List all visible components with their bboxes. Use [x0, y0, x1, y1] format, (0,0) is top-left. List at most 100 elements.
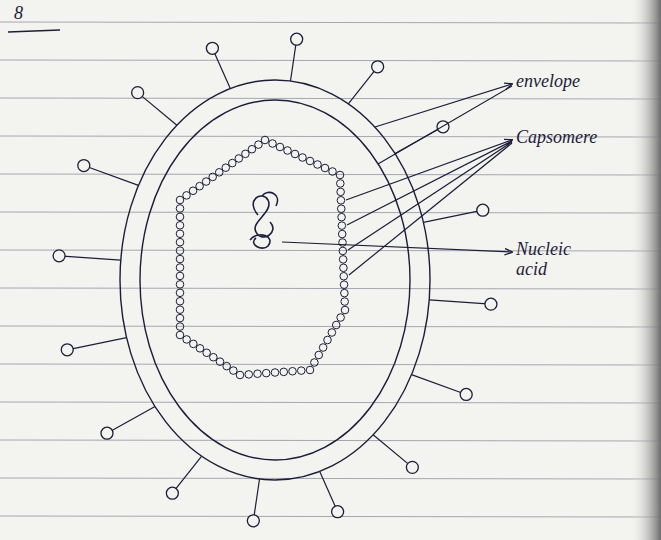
capsomere [339, 256, 347, 264]
part-label: Nucleic acid [516, 240, 578, 280]
capsomere [337, 197, 345, 205]
leader-line [375, 84, 512, 127]
capsomere [332, 321, 340, 329]
capsomere [176, 255, 184, 263]
spike-knob [406, 461, 418, 473]
capsomere [176, 289, 184, 297]
spike-stalk [59, 256, 121, 260]
envelope-spikes [53, 33, 497, 527]
spike-stalk [429, 300, 491, 304]
leader-line [282, 242, 512, 252]
capsomere [202, 178, 210, 186]
capsomere [176, 331, 184, 339]
outer-envelope [120, 80, 430, 480]
capsomere [229, 159, 237, 167]
capsomere [271, 369, 279, 377]
part-label: Capsomere [516, 128, 626, 148]
spike-knob [166, 487, 178, 499]
capsomere [196, 182, 204, 190]
capsomere [341, 306, 349, 314]
spike-stalk [412, 375, 467, 395]
capsomere [230, 367, 238, 375]
ruled-line [0, 364, 661, 365]
spike-knob [332, 506, 344, 518]
capsomere [242, 150, 250, 158]
capsomere [236, 371, 244, 379]
capsomere [311, 359, 319, 367]
spike-stalk [138, 93, 177, 126]
capsomere [297, 367, 305, 375]
ruled-line [0, 402, 661, 403]
capsomere [280, 368, 288, 376]
capsomere [341, 298, 349, 306]
part-label: envelope [516, 72, 626, 92]
nucleic-acid-strand [250, 192, 277, 248]
spike-knob [61, 344, 73, 356]
leader-line [378, 86, 512, 164]
capsomere [223, 362, 231, 370]
capsomere [306, 157, 314, 165]
capsomere [337, 205, 345, 213]
capsomere [176, 297, 184, 305]
ruled-line [0, 478, 661, 479]
spike-knob [132, 87, 144, 99]
capsomere [196, 345, 204, 353]
capsomere [245, 371, 253, 379]
capsomere [337, 180, 345, 188]
page-shadow [630, 0, 661, 540]
capsomere [328, 329, 336, 337]
capsomere [262, 369, 270, 377]
ruled-line [0, 98, 661, 99]
capsomere [215, 169, 223, 177]
leader-line [346, 140, 512, 200]
capsomere [254, 370, 262, 378]
capsomere [306, 366, 314, 374]
capsomere [176, 222, 184, 230]
spike-knob [206, 42, 218, 54]
capsomere [324, 336, 332, 344]
ruled-line [0, 516, 661, 517]
spike-knob [477, 204, 489, 216]
inner-envelope [140, 100, 410, 460]
capsid-capsomeres [176, 136, 349, 379]
spike-knob [485, 298, 497, 310]
capsomere [176, 323, 184, 331]
capsomere [176, 272, 184, 280]
capsomere [338, 213, 346, 221]
capsomere [314, 161, 322, 169]
capsomere [340, 281, 348, 289]
capsomere [338, 222, 346, 230]
capsomere [176, 281, 184, 289]
capsomere [289, 367, 297, 375]
ruled-line [0, 22, 661, 23]
capsomere [248, 145, 256, 153]
spike-stalk [107, 407, 155, 434]
spike-knob [53, 250, 65, 262]
capsomere [340, 272, 348, 280]
spike-knob [247, 515, 259, 527]
capsomere [176, 196, 184, 204]
capsomere [329, 168, 337, 176]
ruled-line [0, 440, 661, 441]
capsomere [176, 230, 184, 238]
capsomere [337, 188, 345, 196]
ruled-line [0, 60, 661, 61]
ruled-paper [0, 22, 661, 517]
capsomere [321, 164, 329, 172]
capsomere [339, 247, 347, 255]
capsomere [216, 358, 224, 366]
underline [8, 30, 60, 32]
spike-knob [101, 427, 113, 439]
spike-stalk [373, 435, 412, 468]
leader-line [347, 141, 512, 225]
capsomere [299, 154, 307, 162]
ruled-line [0, 212, 661, 213]
capsomere [176, 264, 184, 272]
capsomere [291, 150, 299, 158]
spike-stalk [84, 166, 139, 186]
capsomere [261, 136, 269, 144]
spike-stalk [423, 210, 482, 222]
capsomere [222, 164, 230, 172]
spike-stalk [67, 338, 126, 350]
capsomere [176, 314, 184, 322]
